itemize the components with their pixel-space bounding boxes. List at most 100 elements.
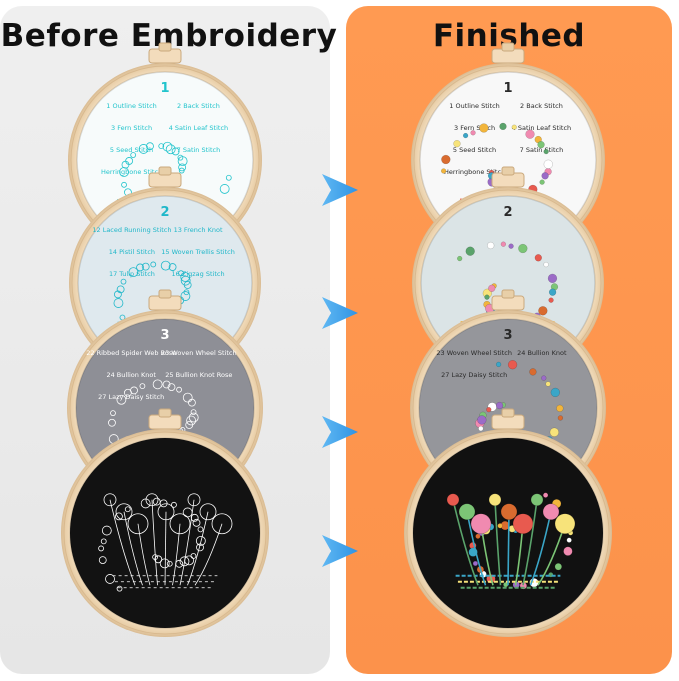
printed-stitch-outline (150, 261, 157, 268)
flower-bloom (145, 493, 159, 507)
before-hoop-4 (61, 408, 269, 637)
embroidered-stitch (547, 273, 558, 284)
printed-stitch-outline (128, 267, 139, 278)
embroidered-stitch (556, 404, 564, 412)
pattern-number: 1 (503, 81, 512, 96)
printed-stitch-outline (182, 392, 193, 403)
printed-stitch-outline (162, 141, 173, 152)
arrow-icon-1 (322, 174, 358, 206)
stitch-label: 4 Satin Leaf Stitch (512, 124, 571, 132)
printed-stitch-outline (113, 298, 124, 308)
embroidered-stitch (549, 427, 559, 437)
embroidered-stitch (470, 130, 476, 136)
embroidered-stitch (557, 415, 564, 421)
flower-stem (123, 511, 143, 586)
embroidered-stitch (548, 288, 557, 296)
stitch-label: 3 Fern Stitch (454, 124, 495, 132)
printed-stitch-outline (178, 163, 187, 172)
stitch-label: 7 Satin Stitch (177, 146, 221, 154)
printed-stitch-outline (179, 556, 190, 567)
pattern-number: 3 (503, 328, 512, 343)
stitch-label: 3 Fern Stitch (111, 124, 152, 132)
flower-stem (522, 499, 538, 586)
embroidered-stitch (554, 563, 562, 571)
printed-stitch-outline (168, 263, 177, 271)
printed-stitch-outline (197, 526, 204, 533)
printed-stitch-outline (178, 270, 184, 277)
stitch-label: 15 Woven Trellis Stitch (161, 248, 235, 256)
flower-stem (452, 499, 479, 586)
flower-bloom (542, 503, 560, 521)
flower-stem (164, 511, 167, 586)
printed-stitch-outline (101, 525, 112, 536)
printed-stitch-outline (190, 553, 197, 559)
printed-stitch-outline (146, 142, 154, 151)
stitch-label: 2 Back Stitch (520, 102, 563, 110)
pattern-number: 3 (160, 328, 169, 343)
flower-bloom (530, 493, 544, 507)
hoop-ring-edge (406, 431, 610, 635)
stitch-label: 22 Ribbed Spider Web Rose (86, 349, 176, 357)
embroidered-stitch (488, 284, 496, 292)
pattern-number: 2 (503, 205, 512, 220)
flower-stem (137, 523, 151, 586)
stitch-label: 27 Lazy Daisy Stitch (98, 393, 164, 401)
flower-stem (172, 523, 181, 586)
printed-stitch-outline (139, 383, 146, 389)
embroidered-stitch (507, 360, 518, 370)
printed-stitch-outline (152, 379, 163, 390)
flower-bloom (512, 513, 534, 535)
hoop-screw (158, 42, 172, 52)
printed-stitch-outline (177, 154, 184, 161)
pattern-number: 2 (160, 205, 169, 220)
hoop-screw (501, 42, 515, 52)
printed-stitch-outline (116, 585, 123, 592)
stitch-label: 2 Back Stitch (177, 102, 220, 110)
printed-stitch-outline (171, 501, 177, 508)
embroidered-stitch (478, 425, 484, 432)
pattern-number: 1 (160, 81, 169, 96)
embroidered-stitch (440, 168, 447, 174)
printed-stitch-outline (125, 157, 134, 165)
arrow-icon-2 (322, 297, 358, 329)
hoop-screw (158, 289, 172, 299)
flower-stem (109, 499, 136, 586)
printed-stitch-outline (100, 538, 107, 545)
hoop-screw (158, 166, 172, 176)
embroidered-stitch (441, 154, 451, 165)
flower-bloom (211, 513, 233, 535)
after-hoop-4 (404, 408, 612, 637)
stitch-label: 27 Lazy Daisy Stitch (441, 371, 507, 379)
arrow-icon-4 (322, 535, 358, 567)
printed-stitch-outline (159, 558, 170, 569)
flower-stem (507, 511, 510, 586)
embroidered-stitch (541, 172, 549, 180)
embroidered-stitch (518, 243, 528, 254)
stitch-label: 13 French Knot (174, 226, 223, 234)
printed-stitch-outline (188, 412, 199, 423)
flower-bloom (103, 493, 117, 507)
printed-stitch-outline (180, 291, 191, 301)
printed-stitch-outline (180, 275, 191, 286)
printed-stitch-outline (171, 147, 180, 156)
stitch-label: 23 Woven Wheel Stitch (436, 349, 512, 357)
stitch-label: 24 Bullion Knot (517, 349, 567, 357)
printed-stitch-outline (180, 272, 191, 282)
stitch-label: 24 Bullion Knot (106, 371, 156, 379)
printed-stitch-outline (166, 560, 173, 567)
embroidered-stitch (525, 129, 535, 139)
stitch-label: 5 Seed Stitch (453, 146, 496, 154)
stitch-label: 12 Laced Running Stitch (92, 226, 171, 234)
embroidered-stitch (542, 492, 549, 498)
stitch-label: 17 Tulip Stitch (109, 270, 155, 278)
flower-stem (151, 499, 158, 586)
embroidered-stitch (495, 361, 502, 368)
stitch-label: 16 Zigzag Stitch (172, 270, 225, 278)
stitch-label: 5 Seed Stitch (110, 146, 153, 154)
printed-stitch-outline (116, 285, 125, 294)
printed-stitch-outline (119, 167, 129, 177)
embroidered-stitch (545, 381, 551, 387)
printed-stitch-outline (141, 262, 150, 271)
flower-stem (187, 511, 209, 586)
printed-stitch-outline (105, 574, 115, 584)
